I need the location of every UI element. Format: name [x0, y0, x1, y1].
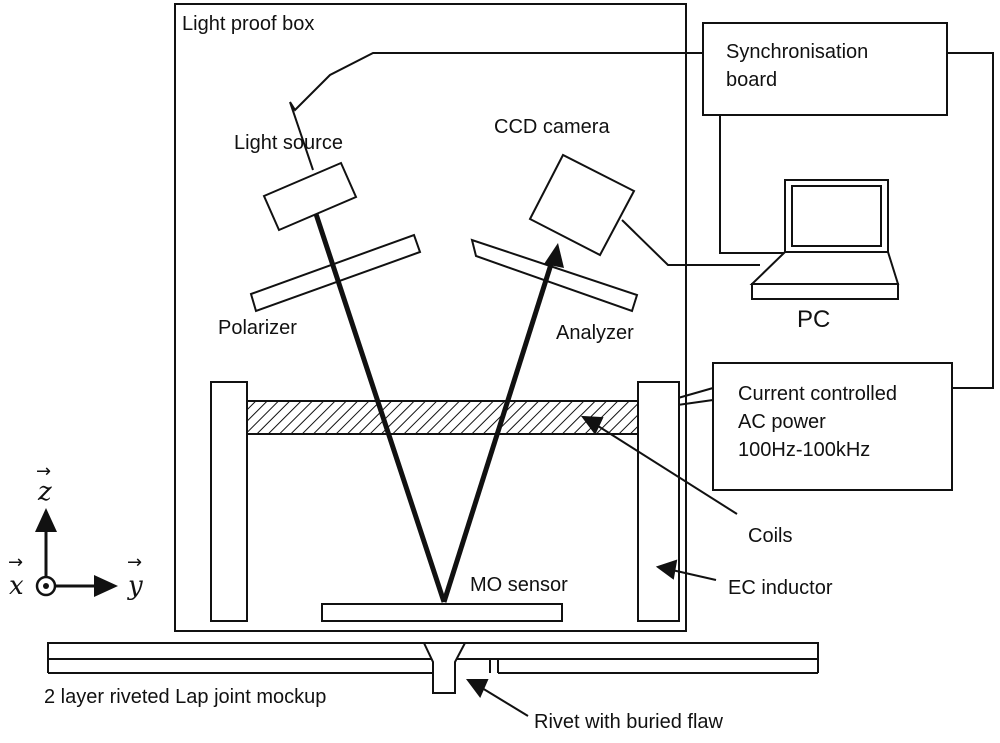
rivet-label: Rivet with buried flaw	[534, 711, 724, 733]
sync-board-label-line1: Synchronisation	[726, 41, 868, 63]
mockup-label: 2 layer riveted Lap joint mockup	[44, 686, 326, 708]
coils-hatched-bar	[246, 400, 639, 435]
sync-ac-cable	[947, 52, 994, 389]
ac-coil-wire-top	[677, 387, 714, 399]
reflected-beam-arrowhead	[544, 243, 564, 268]
polarizer-label: Polarizer	[218, 317, 297, 339]
coils-pointer	[597, 425, 738, 515]
y-axis-arrowhead	[94, 575, 118, 597]
light-source-block	[262, 161, 358, 232]
inductor-post-left	[210, 381, 248, 622]
pc-label: PC	[797, 306, 830, 333]
ec-inductor-label: EC inductor	[728, 577, 833, 599]
z-axis-arrowhead	[35, 508, 57, 532]
y-axis-label: y	[127, 571, 143, 601]
sync-pc-cable	[719, 115, 790, 254]
coordinate-axes	[35, 508, 118, 597]
analyzer-plate	[470, 238, 639, 313]
rivet-pointer	[481, 687, 529, 717]
y-axis-vector-mark: →	[127, 552, 142, 573]
rivet	[422, 642, 467, 694]
z-axis-label: z	[37, 477, 52, 507]
pc-laptop	[749, 179, 900, 300]
light-proof-box	[174, 3, 687, 632]
ec-inductor-pointer	[671, 569, 717, 581]
light-source-cable	[289, 52, 703, 171]
light-proof-box-label: Light proof box	[182, 13, 314, 35]
ac-power-label-line2: AC power	[738, 411, 826, 433]
ccd-camera-label: CCD camera	[494, 116, 610, 138]
ac-power-label-line3: 100Hz-100kHz	[738, 439, 870, 461]
reflected-beam	[441, 257, 556, 603]
z-axis-vector-mark: →	[36, 461, 51, 482]
rivet-pointer-head	[466, 679, 489, 698]
x-axis-vector-mark: →	[8, 552, 23, 573]
incident-beam	[313, 213, 447, 603]
mo-sensor-plate	[321, 603, 563, 622]
mo-sensor-label: MO sensor	[470, 574, 568, 596]
sync-board-box	[702, 22, 948, 116]
ac-power-label-line1: Current controlled	[738, 383, 897, 405]
ec-inductor-pointer-head	[655, 559, 678, 580]
light-source-label: Light source	[234, 132, 343, 154]
camera-pc-cable	[621, 219, 760, 266]
analyzer-label: Analyzer	[556, 322, 634, 344]
ccd-camera-block	[528, 153, 636, 257]
sync-board-label-line2: board	[726, 69, 777, 91]
x-axis-label: x	[9, 571, 24, 601]
coils-pointer-head	[580, 415, 604, 435]
inductor-post-right	[637, 381, 680, 622]
coils-label: Coils	[748, 525, 792, 547]
ac-power-box	[712, 362, 953, 491]
